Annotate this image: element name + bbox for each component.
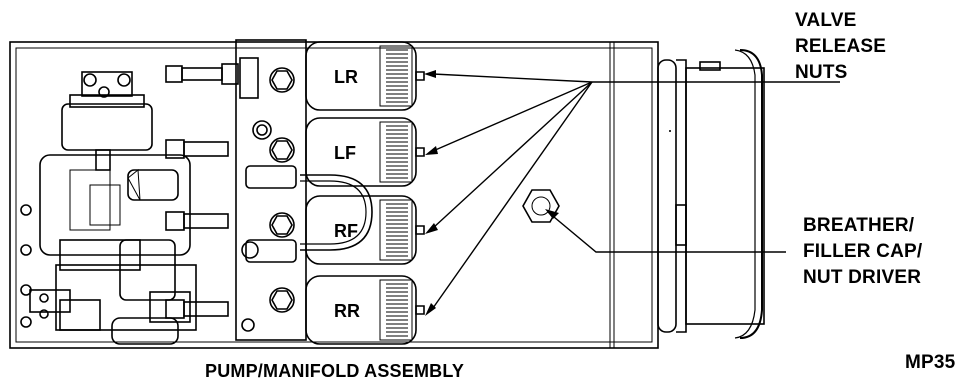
breather-filler-cap-label: BREATHER/ FILLER CAP/ NUT DRIVER: [803, 213, 922, 291]
motor-assembly: [29, 71, 197, 345]
u-tube: [245, 165, 373, 263]
valve-release-nuts-label: VALVE RELEASE NUTS: [795, 8, 886, 86]
knurl-ridges: [386, 49, 408, 337]
callout-leaders: [432, 73, 840, 309]
valve-label-rr: RR: [334, 301, 360, 321]
callout-line: RELEASE: [795, 36, 887, 57]
figure-caption: PUMP/MANIFOLD ASSEMBLY: [205, 361, 465, 381]
manifold-block: [235, 39, 307, 341]
callout-line: NUT DRIVER: [803, 267, 922, 288]
figure-id: MP35: [905, 352, 956, 373]
valve-label-lr: LR: [334, 67, 358, 87]
valve-label-lf: LF: [334, 143, 356, 163]
callout-line: FILLER CAP/: [803, 241, 923, 262]
callout-line: NUTS: [795, 62, 848, 83]
valve-rr: [305, 275, 425, 345]
breather-cap: [522, 189, 560, 223]
valve-lr: [305, 41, 425, 111]
callout-line: VALVE: [795, 10, 857, 31]
hydraulic-fittings: [20, 63, 239, 328]
valve-label-rf: RF: [334, 221, 358, 241]
valve-rf: [305, 195, 425, 265]
valve-lf: [305, 117, 425, 187]
callout-line: BREATHER/: [803, 215, 915, 236]
mounting-bracket: [657, 49, 765, 339]
callout-arrowheads: [424, 70, 559, 316]
